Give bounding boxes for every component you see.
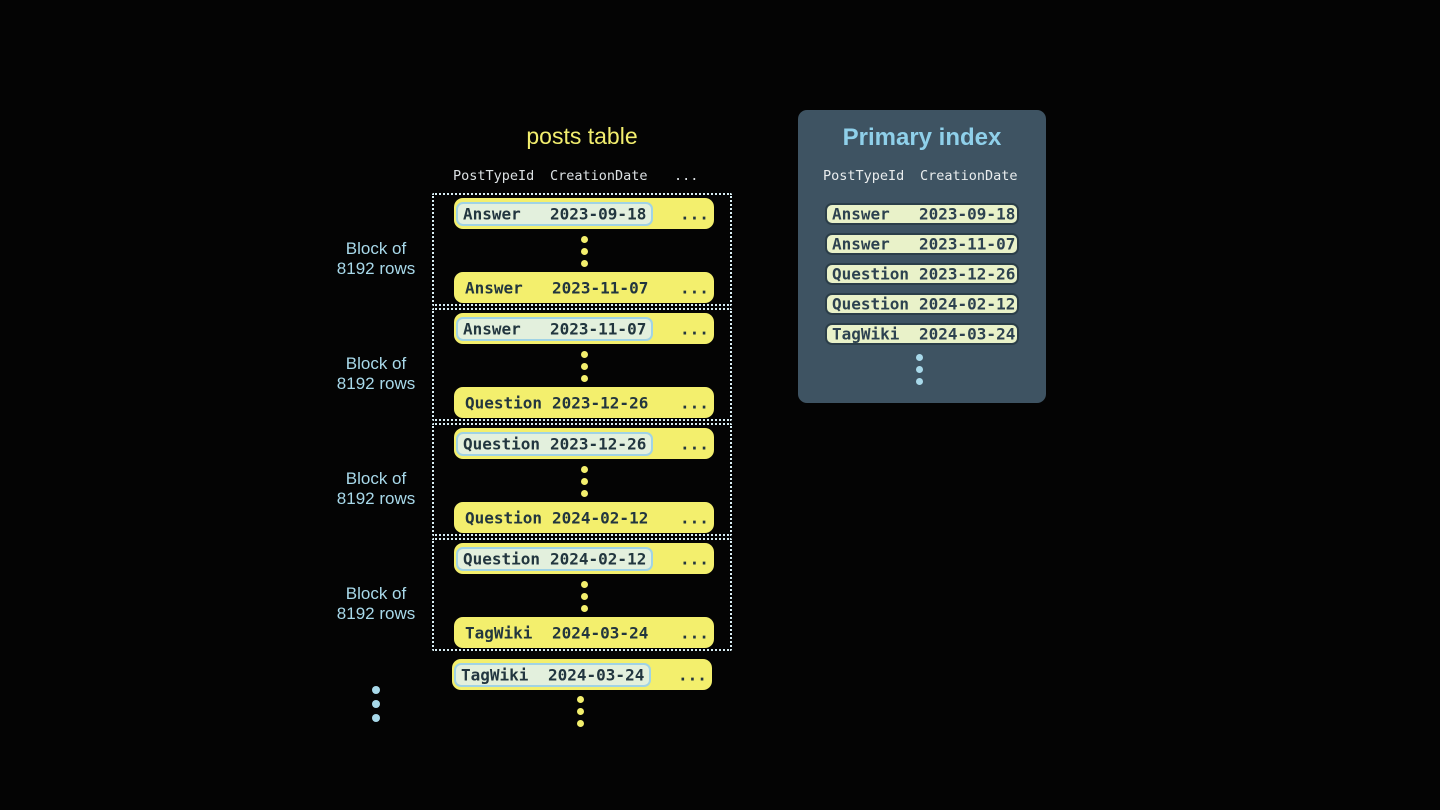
dot [581, 478, 588, 485]
dot [916, 378, 923, 385]
row-more-columns: ... [680, 434, 709, 453]
index-col-posttypeid: PostTypeId [823, 168, 905, 184]
posts-table-title: posts table [526, 123, 638, 149]
dot [581, 490, 588, 497]
dot [581, 363, 588, 370]
dot [581, 593, 588, 600]
block-label-line1: Block of [345, 239, 407, 258]
dot [916, 354, 923, 361]
dot [372, 714, 380, 722]
dot [372, 686, 380, 694]
table-continues-dots [577, 696, 584, 727]
row-more-columns: ... [680, 393, 709, 412]
row-more-columns: ... [680, 319, 709, 338]
block-label: Block of 8192 rows [306, 584, 446, 624]
dot [581, 605, 588, 612]
blocks-continue-dots [372, 686, 380, 722]
block-label-line1: Block of [345, 469, 407, 488]
dot [581, 581, 588, 588]
row-more-columns: ... [680, 278, 709, 297]
row-more-columns: ... [680, 623, 709, 642]
dot [916, 366, 923, 373]
dot [581, 260, 588, 267]
posts-table-col-creationdate: CreationDate [550, 168, 648, 184]
dot [577, 720, 584, 727]
dot [577, 708, 584, 715]
row-more-columns: ... [680, 204, 709, 223]
block-label-line2: 8192 rows [336, 604, 416, 623]
dot [372, 700, 380, 708]
row-more-columns: ... [680, 508, 709, 527]
block-label-line2: 8192 rows [336, 259, 416, 278]
block-label: Block of 8192 rows [306, 469, 446, 509]
vertical-ellipsis-dots [581, 351, 588, 382]
row-more-columns: ... [678, 665, 707, 684]
vertical-ellipsis-dots [581, 466, 588, 497]
dot [581, 236, 588, 243]
index-continues-dots [916, 354, 923, 385]
dot [581, 466, 588, 473]
dot [581, 375, 588, 382]
block-label-line2: 8192 rows [336, 374, 416, 393]
block-label-line1: Block of [345, 584, 407, 603]
posts-table-col-posttypeid: PostTypeId [453, 168, 535, 184]
dot [581, 248, 588, 255]
block-label: Block of 8192 rows [306, 354, 446, 394]
primary-index-title: Primary index [842, 124, 1002, 151]
dot [577, 696, 584, 703]
dot [581, 351, 588, 358]
block-label-line2: 8192 rows [336, 489, 416, 508]
primary-index-panel: Primary index PostTypeId CreationDate An… [798, 110, 1046, 403]
block-label: Block of 8192 rows [306, 239, 446, 279]
row-more-columns: ... [680, 549, 709, 568]
vertical-ellipsis-dots [581, 581, 588, 612]
index-col-creationdate: CreationDate [920, 168, 1018, 184]
vertical-ellipsis-dots [581, 236, 588, 267]
posts-table-col-more: ... [674, 168, 699, 184]
block-label-line1: Block of [345, 354, 407, 373]
